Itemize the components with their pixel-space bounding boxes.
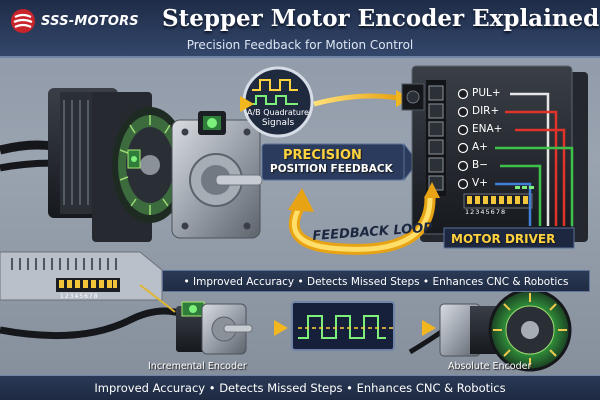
precision-subtitle: POSITION FEEDBACK xyxy=(270,163,393,175)
signal-waveform-icon xyxy=(242,66,314,138)
sss-logo-icon xyxy=(11,9,35,33)
precision-title: PRECISION xyxy=(283,148,362,163)
feedback-arrow-icon xyxy=(288,182,440,255)
driver-label-box xyxy=(443,227,575,249)
dip-switch-icon xyxy=(463,193,533,209)
brand: SSS-MOTORS xyxy=(10,8,139,34)
encoder-disk-icon xyxy=(112,107,188,223)
signals-label: A/B Quadrature Signals xyxy=(247,108,309,128)
signals-label-line2: Signals xyxy=(261,118,295,128)
small-driver-dip-numbers: 12345678 xyxy=(60,293,99,300)
pin-label-pul: PUL+ xyxy=(472,87,501,99)
benefits-bar: • Improved Accuracy • Detects Missed Ste… xyxy=(162,270,590,292)
page-title: Stepper Motor Encoder Explained xyxy=(162,5,600,32)
absolute-encoder-motor-icon xyxy=(408,288,572,372)
header-banner: SSS-MOTORS Stepper Motor Encoder Explain… xyxy=(0,0,600,58)
brand-name: SSS-MOTORS xyxy=(41,13,139,29)
absolute-encoder-label: Absolute Encoder xyxy=(448,361,532,372)
signals-label-line1: A/B Quadrature xyxy=(247,108,309,117)
stepper-motor-icon xyxy=(0,88,263,242)
footer-benefits: Improved Accuracy • Detects Missed Steps… xyxy=(0,375,600,400)
pin-label-ena: ENA+ xyxy=(472,123,503,135)
pin-label-dir: DIR+ xyxy=(472,105,500,117)
motor-driver-label: MOTOR DRIVER xyxy=(451,232,556,246)
incremental-encoder-label: Incremental Encoder xyxy=(148,361,247,372)
incremental-encoder-motor-icon xyxy=(176,301,253,355)
pin-label-v: V+ xyxy=(472,177,488,189)
page-subtitle: Precision Feedback for Motion Control xyxy=(186,38,414,52)
arrow-to-driver xyxy=(313,93,399,107)
pin-label-a: A+ xyxy=(472,141,488,153)
driver-dip-numbers: 12345678 xyxy=(465,208,507,216)
waveform-panel xyxy=(291,301,395,351)
motor-driver-icon xyxy=(401,65,588,242)
pin-label-b: B− xyxy=(472,159,489,171)
